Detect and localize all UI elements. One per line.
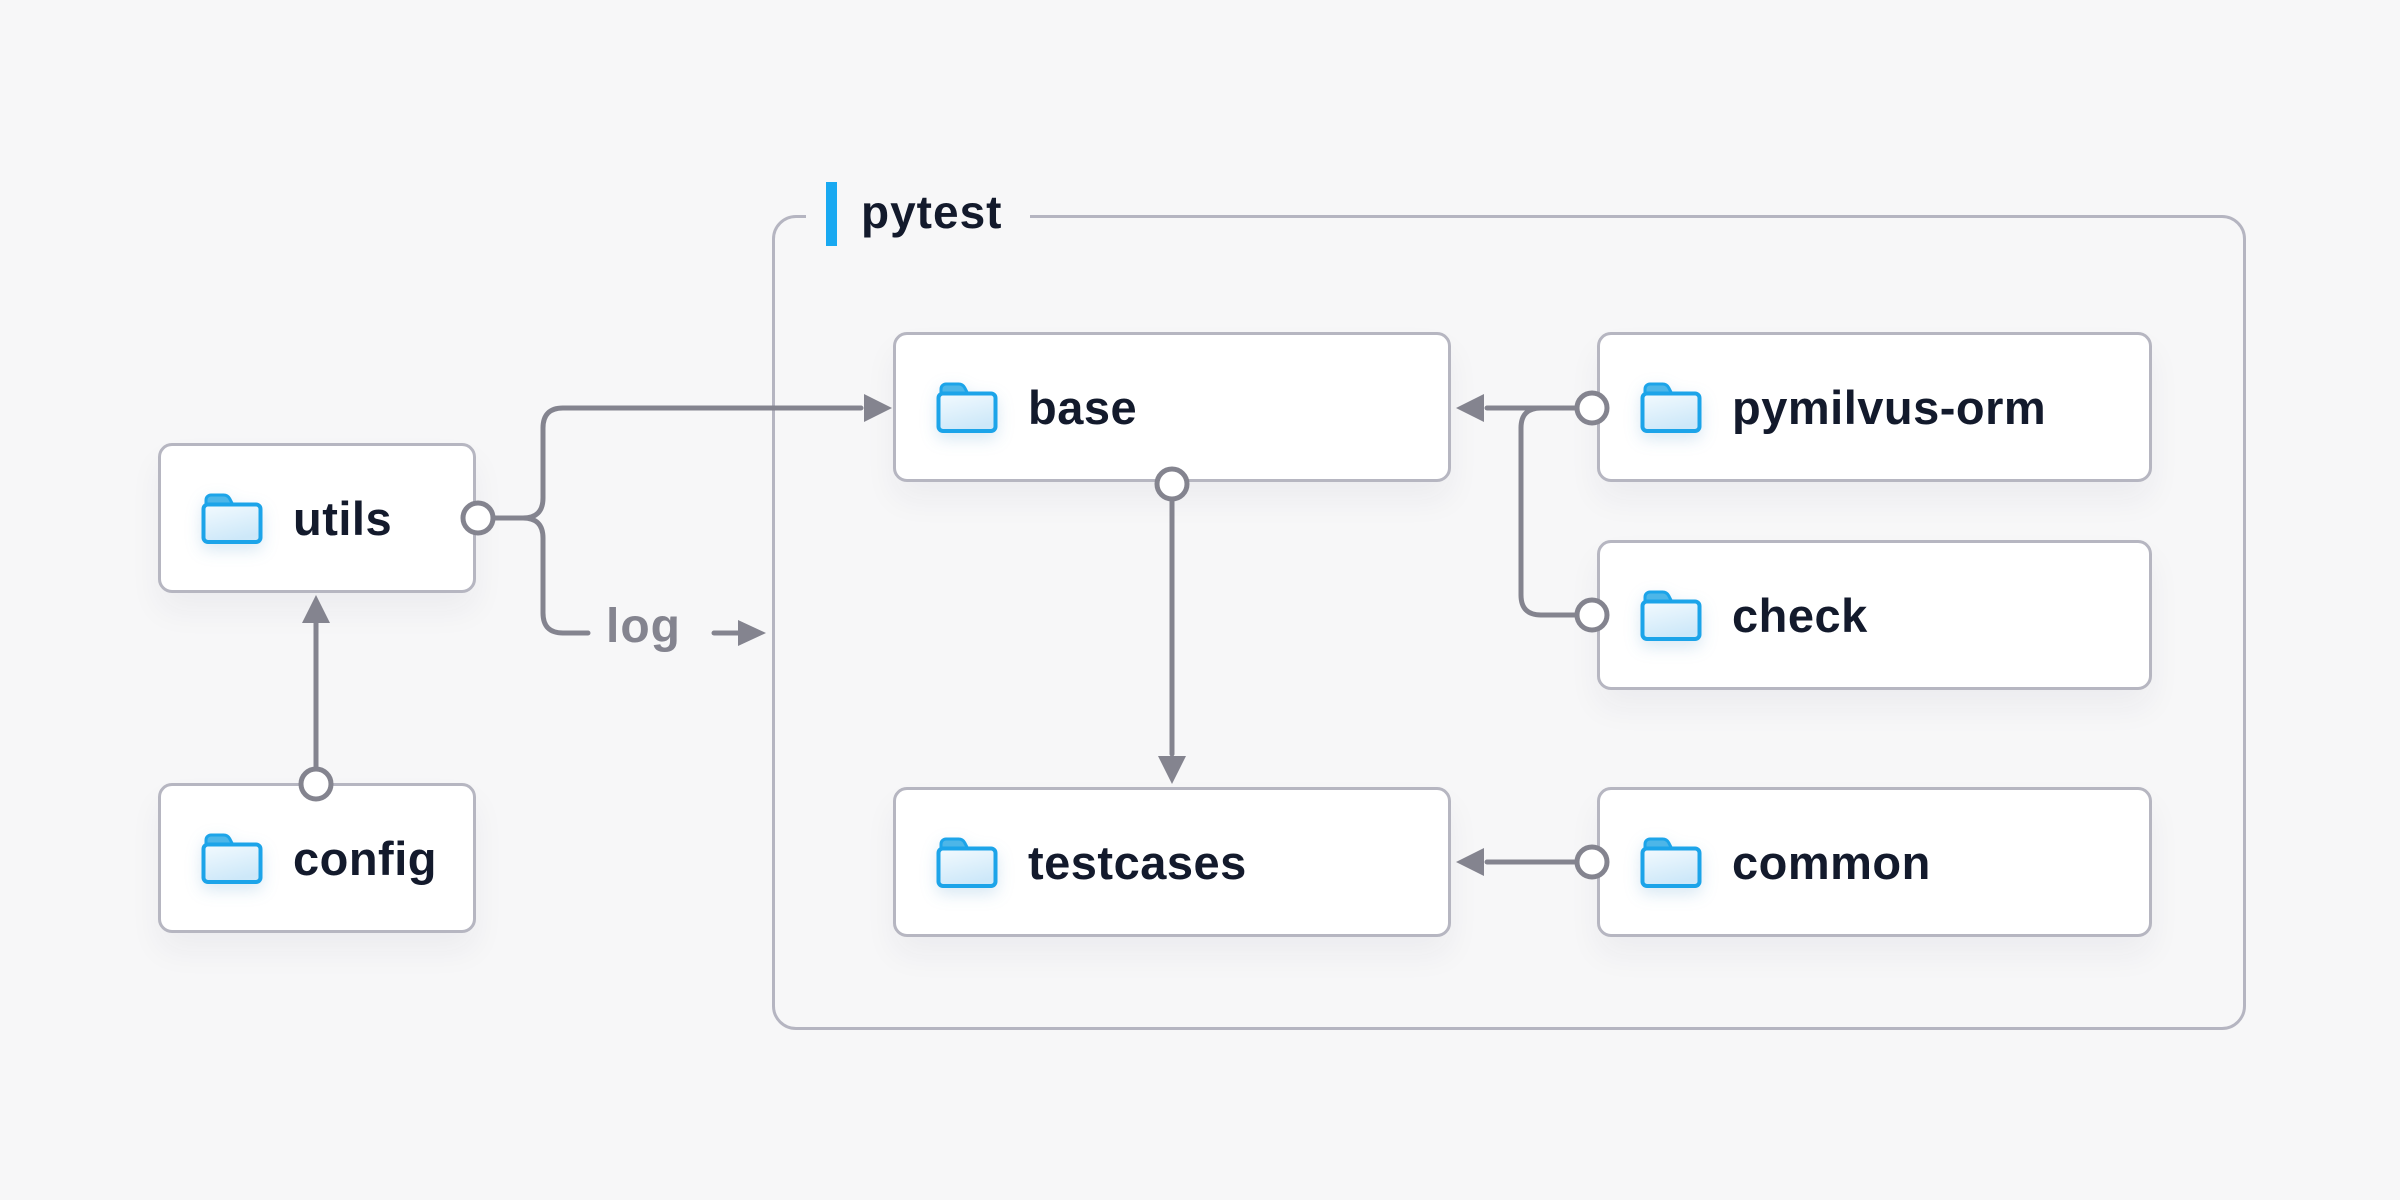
node-config: config [158,783,476,933]
node-pymilvus-orm: pymilvus-orm [1597,332,2152,482]
node-check: check [1597,540,2152,690]
accent-bar [826,182,837,246]
pytest-group-label: pytest [806,180,1031,248]
edge-label-log: log [606,600,681,653]
folder-icon [1640,382,1702,433]
arrowhead-log [738,620,766,646]
edge-utils-log [491,515,591,636]
folder-icon [936,837,998,888]
node-config-label: config [293,831,437,885]
node-testcases: testcases [893,787,1451,937]
folder-icon [936,382,998,433]
node-testcases-label: testcases [1028,835,1247,889]
node-pymilvus-orm-label: pymilvus-orm [1732,380,2047,434]
folder-icon [201,833,263,884]
node-base: base [893,332,1451,482]
node-check-label: check [1732,588,1868,642]
pytest-group-box [772,215,2246,1030]
folder-icon [1640,837,1702,888]
node-base-label: base [1028,380,1138,434]
folder-icon [201,493,263,544]
arrowhead-into-utils [302,595,330,623]
node-common: common [1597,787,2152,937]
node-common-label: common [1732,835,1931,889]
node-utils: utils [158,443,476,593]
node-utils-label: utils [293,491,393,545]
pytest-group-label-text: pytest [861,186,1003,238]
folder-icon [1640,590,1702,641]
